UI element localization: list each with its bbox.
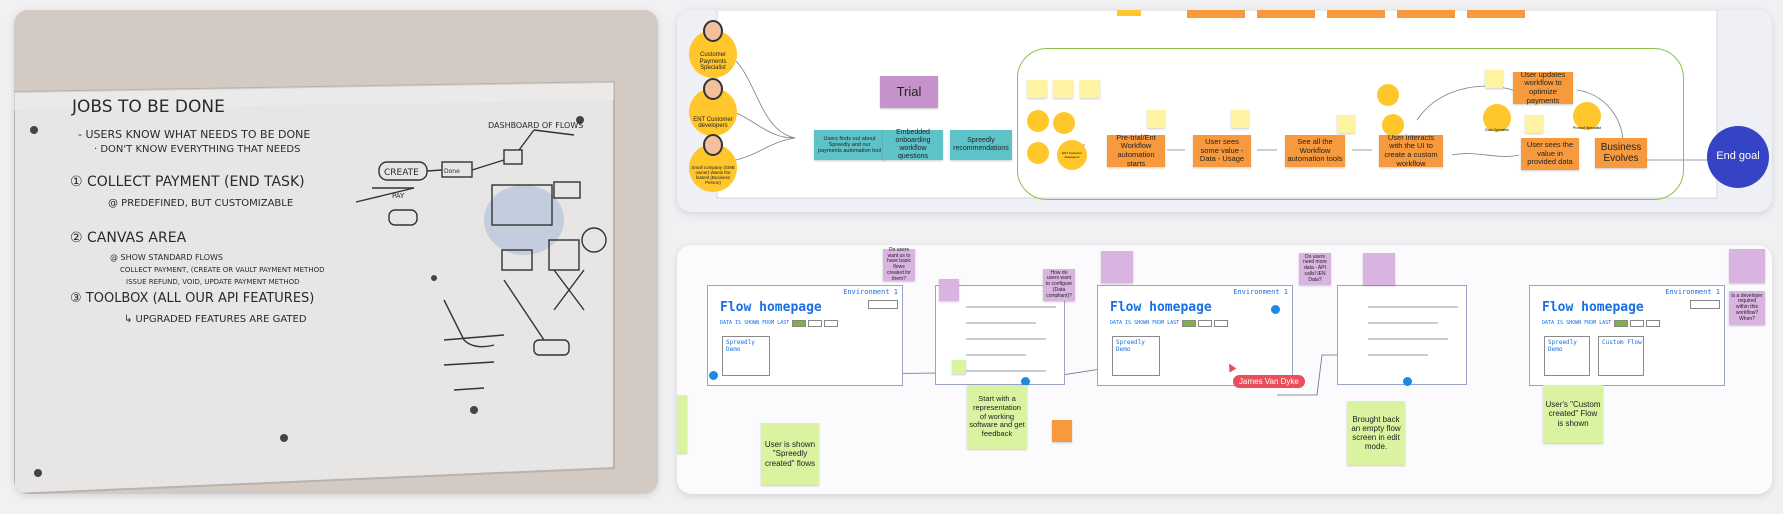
svg-text:CREATE: CREATE (384, 168, 419, 178)
persona-mini[interactable] (1382, 114, 1404, 136)
mini-note[interactable] (1337, 115, 1355, 133)
svg-text:Done: Done (444, 168, 460, 175)
question-note[interactable]: Do users want us to have basic flows cre… (883, 247, 915, 281)
flow-homepage-frame-1[interactable]: Environment 1 Flow homepage DATA IS SHOW… (707, 285, 903, 386)
filter-button[interactable] (1646, 320, 1660, 327)
journey-step[interactable]: User interacts with the UI to create a c… (1379, 133, 1443, 167)
persona-mini[interactable]: Product Specialist (1573, 102, 1601, 130)
question-note[interactable]: Do users need more data - API calls! IEN… (1299, 253, 1331, 285)
frame-title: Flow homepage (720, 300, 822, 315)
flow-homepage-frame-2[interactable]: Environment 1 Flow homepage DATA IS SHOW… (1097, 285, 1293, 386)
persona-ent-developers[interactable]: ENT Customer developers (689, 78, 737, 136)
journey-step[interactable]: Spreedly recommendations (950, 130, 1012, 160)
filter-button[interactable] (1198, 320, 1212, 327)
mini-note[interactable] (1525, 115, 1543, 133)
mini-note[interactable] (1027, 80, 1047, 98)
journey-step[interactable]: User sees the value in provided data (1521, 138, 1579, 170)
question-note[interactable] (1101, 251, 1133, 283)
filter-button[interactable] (1182, 320, 1196, 327)
orange-mini-note[interactable] (1052, 420, 1072, 442)
flow-card[interactable]: Spreedly Demo (1544, 336, 1590, 376)
question-note[interactable]: How do users want to configure (Data com… (1043, 269, 1075, 301)
journey-step[interactable]: Pre-trial/Ent Workflow automation starts (1107, 133, 1165, 167)
question-note[interactable] (1729, 249, 1765, 283)
journey-step[interactable]: See all the Workflow automation tools (1285, 135, 1345, 167)
filter-button[interactable] (824, 320, 838, 327)
persona-mini[interactable] (1027, 142, 1049, 164)
journey-step[interactable]: Embedded onboarding workflow questions (883, 129, 943, 160)
svg-text:- USERS KNOW WHAT NEEDS TO BE: - USERS KNOW WHAT NEEDS TO BE DONE (78, 128, 310, 141)
persona-mini[interactable] (1027, 110, 1049, 132)
note-custom-flow[interactable]: User's "Custom created" Flow is shown (1543, 385, 1603, 443)
svg-text:COLLECT PAYMENT, (CREATE OR VA: COLLECT PAYMENT, (CREATE OR VAULT PAYMEN… (120, 266, 325, 274)
mini-note[interactable] (1080, 80, 1100, 98)
journey-step[interactable]: Users finds out about Spreedly and our p… (814, 130, 885, 160)
persona-mini[interactable] (1377, 84, 1399, 106)
whiteboard-title: JOBS TO BE DONE (71, 97, 225, 117)
svg-text:@ SHOW STANDARD FLOWS: @ SHOW STANDARD FLOWS (110, 253, 223, 262)
connector-dot[interactable] (709, 371, 718, 380)
svg-text:↳ UPGRADED FEATURES ARE GATED: ↳ UPGRADED FEATURES ARE GATED (124, 314, 307, 325)
persona-mini[interactable]: ENT Customer developers (1057, 140, 1087, 170)
question-note[interactable] (939, 279, 959, 301)
connector-dot[interactable] (1403, 377, 1412, 386)
svg-text:PAY: PAY (392, 192, 405, 200)
flow-card[interactable]: Spreedly Demo (722, 336, 770, 376)
note-working-software[interactable]: Start with a representation of working s… (967, 385, 1027, 449)
avatar (703, 78, 723, 100)
avatar (703, 20, 723, 42)
connector-dot[interactable] (1271, 305, 1280, 314)
flow-homepage-frame-3[interactable]: Environment 1 Flow homepage DATA IS SHOW… (1529, 285, 1725, 386)
journey-step[interactable]: User updates workflow to optimize paymen… (1513, 70, 1573, 104)
svg-text:· DON'T KNOW EVERYTHING THAT N: · DON'T KNOW EVERYTHING THAT NEEDS (94, 144, 300, 155)
persona-smb-owner[interactable]: Small company (SMB owner) Wants the fast… (689, 134, 737, 192)
filter-button[interactable] (1614, 320, 1628, 327)
avatar (703, 134, 723, 156)
persona-payments-specialist[interactable]: Customer Payments Specialist (689, 20, 737, 78)
mini-note[interactable] (1231, 110, 1249, 128)
svg-text:① COLLECT PAYMENT (END TASK): ① COLLECT PAYMENT (END TASK) (70, 174, 305, 190)
collaborator-cursor-label: James Van Dyke (1233, 375, 1305, 388)
new-flow-button[interactable] (1690, 300, 1720, 309)
frame-title: Flow homepage (1542, 300, 1644, 315)
flow-card[interactable]: Spreedly Demo (1112, 336, 1160, 376)
edit-form-frame-2[interactable] (1337, 285, 1467, 385)
connector-dot[interactable] (1021, 377, 1030, 386)
svg-text:② CANVAS AREA: ② CANVAS AREA (70, 230, 187, 246)
persona-mini[interactable]: Data Specialist (1483, 104, 1511, 132)
whiteboard-drawing: JOBS TO BE DONE - USERS KNOW WHAT NEEDS … (14, 10, 658, 494)
filter-button[interactable] (1214, 320, 1228, 327)
mini-note[interactable] (1485, 70, 1503, 88)
filter-button[interactable] (792, 320, 806, 327)
persona-mini[interactable] (1053, 112, 1075, 134)
end-goal-node[interactable]: End goal (1707, 126, 1769, 188)
svg-text:③ TOOLBOX (ALL OUR API FEATURE: ③ TOOLBOX (ALL OUR API FEATURES) (70, 291, 314, 306)
journey-group-outline (1017, 48, 1684, 200)
whiteboard-photo: JOBS TO BE DONE - USERS KNOW WHAT NEEDS … (14, 10, 658, 494)
journey-step[interactable]: User sees some value - Data - Usage (1193, 135, 1251, 167)
question-note[interactable] (1363, 253, 1395, 285)
mini-note[interactable] (1053, 80, 1073, 98)
note-spreedly-flows[interactable]: User is shown "Spreedly created" flows (761, 423, 819, 485)
frame-title: Flow homepage (1110, 300, 1212, 315)
note-empty-flow[interactable]: Brought back an empty flow screen in edi… (1347, 401, 1405, 465)
mini-note[interactable] (1147, 110, 1165, 128)
filter-button[interactable] (1630, 320, 1644, 327)
svg-text:@ PREDEFINED, BUT CUSTOMIZABLE: @ PREDEFINED, BUT CUSTOMIZABLE (108, 198, 293, 209)
journey-step[interactable]: Business Evolves (1595, 138, 1647, 168)
svg-text:DASHBOARD OF FLOWS: DASHBOARD OF FLOWS (488, 121, 583, 130)
wireframe-flow-board[interactable]: Environment 1 Flow homepage DATA IS SHOW… (677, 245, 1772, 494)
svg-text:ISSUE REFUND, VOID, UPDATE PAY: ISSUE REFUND, VOID, UPDATE PAYMENT METHO… (126, 278, 300, 286)
note-edge[interactable] (677, 395, 687, 453)
new-flow-button[interactable] (868, 300, 898, 309)
flow-card-custom[interactable]: Custom Flow (1598, 336, 1644, 376)
question-note[interactable]: Is a developer required within this work… (1729, 291, 1765, 325)
green-mini-note[interactable] (952, 360, 966, 374)
journey-map-board[interactable]: Customer Payments Specialist ENT Custome… (677, 10, 1772, 212)
trial-label[interactable]: Trial (880, 76, 938, 108)
filter-button[interactable] (808, 320, 822, 327)
